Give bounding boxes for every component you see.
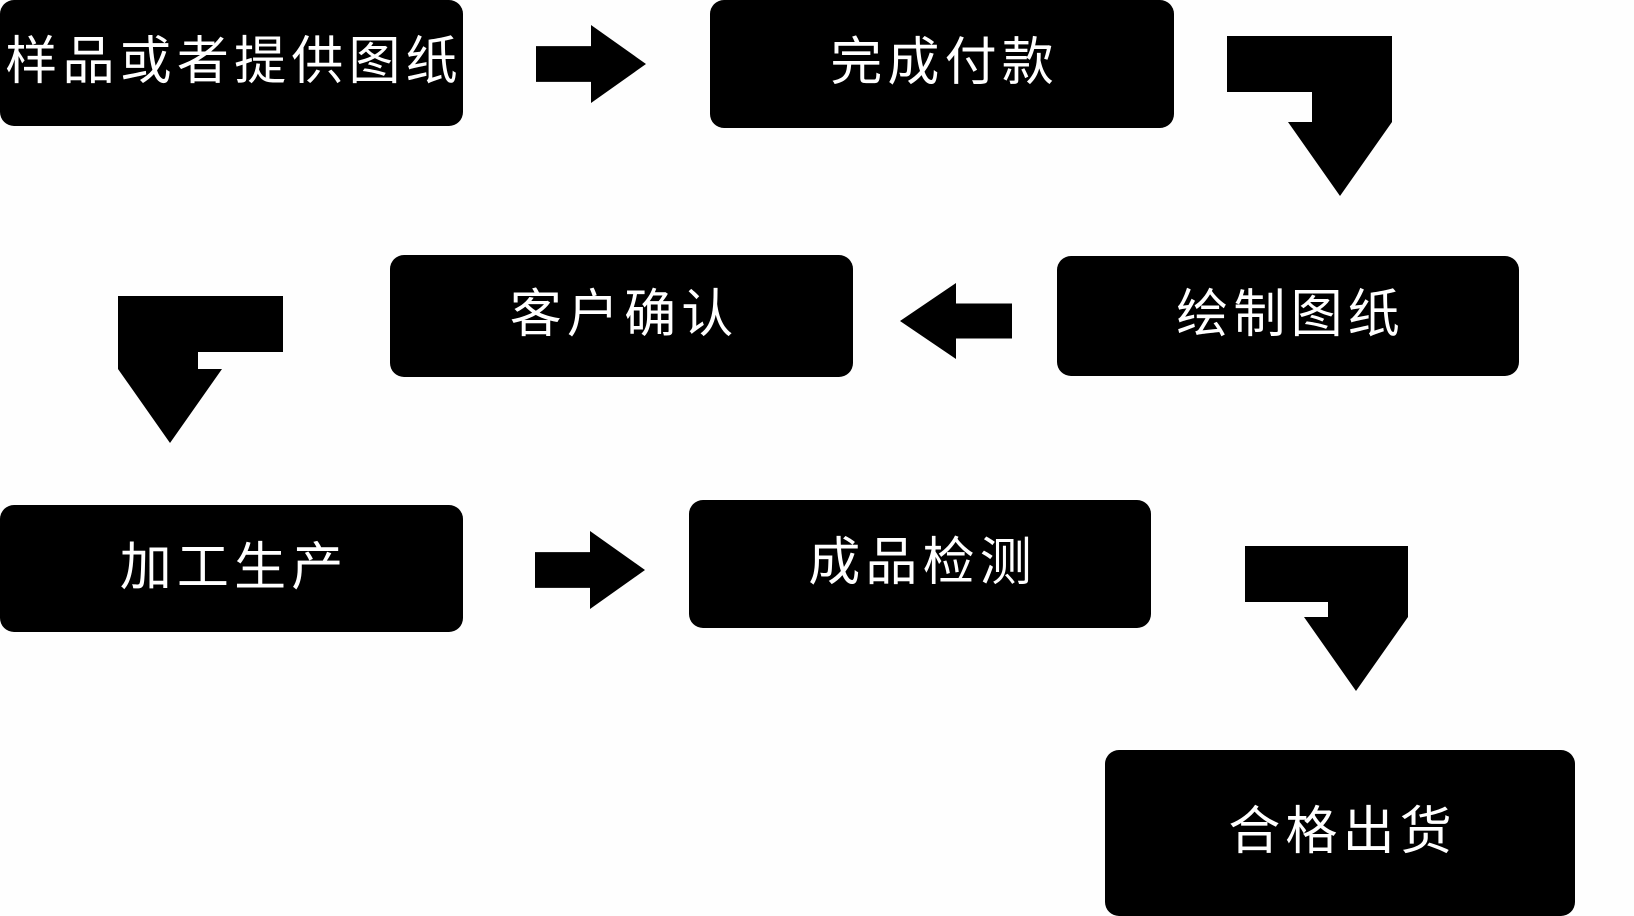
arrow-right-icon — [536, 25, 646, 103]
flow-node-draw-drawing[interactable]: 绘制图纸 — [1057, 256, 1519, 376]
arrow-right-icon — [535, 531, 645, 609]
flow-node-qualified-shipment[interactable]: 合格出货 — [1105, 750, 1575, 916]
flow-node-label: 绘制图纸 — [1176, 285, 1405, 346]
flow-node-label: 加工生产 — [119, 537, 349, 598]
flow-node-label: 客户确认 — [509, 285, 739, 346]
flow-node-sample-or-drawing[interactable]: 样品或者提供图纸 — [0, 0, 463, 126]
arrow-elbow-left-down-icon — [118, 296, 283, 443]
flow-node-customer-confirm[interactable]: 客户确认 — [390, 255, 853, 377]
flow-node-label: 样品或者提供图纸 — [5, 32, 463, 93]
flow-node-label: 合格出货 — [1228, 802, 1457, 863]
flow-node-processing-production[interactable]: 加工生产 — [0, 505, 463, 632]
arrow-elbow-right-down-icon — [1227, 36, 1392, 196]
flow-node-label: 成品检测 — [808, 533, 1037, 594]
arrow-elbow-right-down-icon — [1245, 546, 1408, 691]
flow-node-complete-payment[interactable]: 完成付款 — [710, 0, 1174, 128]
arrow-left-icon — [900, 283, 1012, 359]
flow-node-label: 完成付款 — [830, 33, 1059, 94]
flow-node-finished-inspection[interactable]: 成品检测 — [689, 500, 1151, 628]
